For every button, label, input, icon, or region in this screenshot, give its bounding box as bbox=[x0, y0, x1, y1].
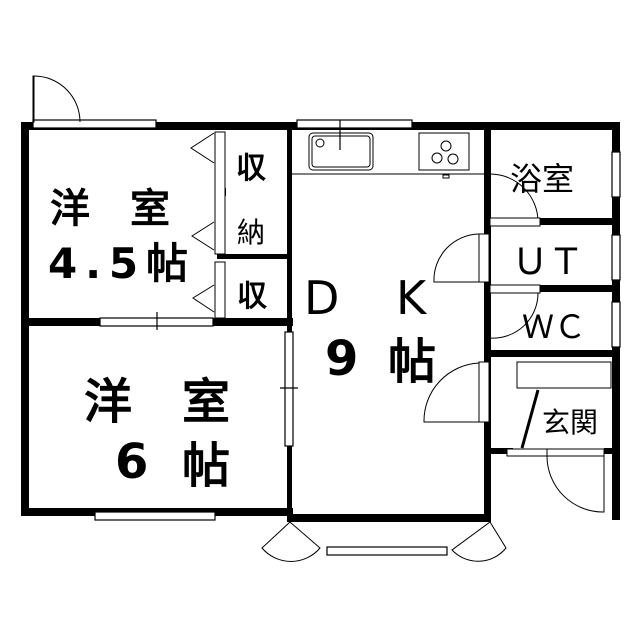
room-ut-label: ＵＴ bbox=[512, 242, 584, 283]
room-western-large-char2: 室 bbox=[182, 374, 230, 430]
storage-small-char1: 収 bbox=[237, 279, 268, 314]
room-western-small-name: 洋 室 bbox=[50, 186, 170, 232]
window-dk-left bbox=[284, 331, 294, 447]
kitchen-fixtures bbox=[292, 132, 484, 179]
room-wc-label: ＷＣ bbox=[522, 308, 586, 346]
window-top-dk bbox=[296, 119, 413, 129]
window-bath bbox=[611, 151, 621, 198]
room-bath-label: 浴室 bbox=[510, 160, 574, 198]
dk-label-k: K bbox=[396, 271, 428, 325]
sink-icon bbox=[308, 132, 374, 171]
room-western-large-size-unit: 帖 bbox=[182, 438, 230, 494]
dk-size-number: 9 bbox=[325, 331, 358, 387]
storage-large-char1: 収 bbox=[236, 151, 267, 186]
room-labels: 洋 室 4.5帖 収 納 収 D K 9 帖 洋 室 6 帖 浴室 ＵＴ ＷＣ … bbox=[48, 151, 598, 494]
window-ut bbox=[611, 234, 621, 281]
room-western-small-size: 4.5帖 bbox=[48, 239, 188, 288]
window-top-left bbox=[32, 119, 157, 129]
room-western-large-char1: 洋 bbox=[84, 374, 132, 430]
window-bottom-left bbox=[94, 511, 216, 521]
doors bbox=[32, 75, 612, 562]
dk-label-d: D bbox=[304, 271, 339, 325]
dk-size-unit: 帖 bbox=[388, 334, 436, 390]
window-wc bbox=[611, 301, 621, 348]
storage-large-char2: 納 bbox=[237, 216, 265, 249]
windows bbox=[32, 119, 621, 556]
window-bay bbox=[326, 546, 448, 556]
stove-icon bbox=[418, 132, 470, 171]
room-entrance-label: 玄関 bbox=[542, 406, 598, 439]
room-western-large-size-number: 6 bbox=[115, 434, 148, 490]
